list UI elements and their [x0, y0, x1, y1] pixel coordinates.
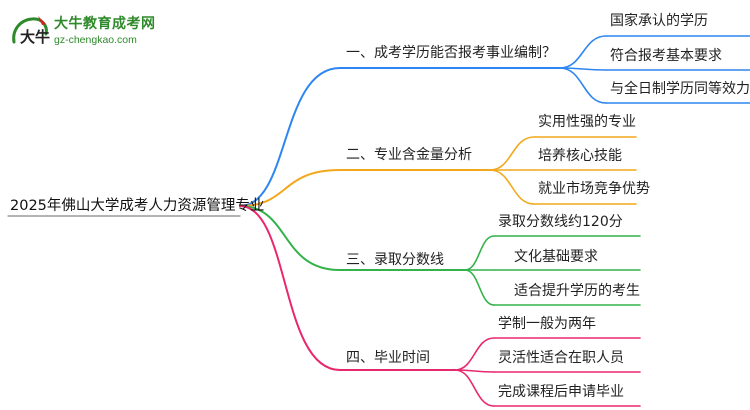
root-topic: 2025年佛山大学成考人力资源管理专业 [10, 198, 265, 214]
branch-1-connector [239, 67, 341, 207]
branch-2-item-3: 就业市场竞争优势 [538, 181, 650, 197]
branch-4-leaf-1-connector [454, 337, 495, 371]
branch-4-leaf-3-connector [454, 369, 495, 407]
branch-4-label: 四、毕业时间 [346, 350, 430, 366]
branch-3-leaf-3-connector [464, 269, 495, 306]
branch-2-leaf-1-connector [489, 136, 535, 171]
logo-url: gz-chengkao.com [54, 34, 137, 46]
branch-2-item-1: 实用性强的专业 [538, 114, 636, 130]
branch-4-item-2: 灵活性适合在职人员 [498, 350, 624, 366]
branch-3-item-3: 适合提升学历的考生 [514, 283, 640, 299]
branch-3-label: 三、录取分数线 [346, 252, 444, 268]
branch-1-item-1: 国家承认的学历 [610, 13, 708, 29]
branch-2-connector [239, 169, 341, 207]
branch-2-label: 二、专业含金量分析 [346, 147, 472, 163]
bull-logo-icon: 大牛 [12, 16, 50, 46]
site-logo[interactable]: 大牛 大牛教育成考网 gz-chengkao.com [8, 12, 168, 52]
branch-2-leaf-3-connector [489, 169, 535, 205]
branch-3-item-2: 文化基础要求 [514, 249, 598, 265]
branch-4-item-3: 完成课程后申请毕业 [498, 384, 624, 400]
branch-2-item-2: 培养核心技能 [538, 148, 622, 164]
branch-3-leaf-1-connector [464, 235, 495, 271]
branch-1-leaf-3-connector [559, 67, 607, 104]
logo-title: 大牛教育成考网 [54, 16, 156, 32]
branch-4-connector [239, 205, 341, 371]
branch-1-item-3: 与全日制学历同等效力 [610, 81, 750, 97]
branch-1-label: 一、成考学历能否报考事业编制？ [346, 45, 556, 61]
branch-1-item-2: 符合报考基本要求 [610, 48, 722, 64]
branch-1-leaf-1-connector [559, 35, 607, 69]
branch-4-item-1: 学制一般为两年 [498, 316, 596, 332]
branch-3-item-1: 录取分数线约120分 [498, 214, 623, 230]
branch-3-connector [239, 205, 341, 271]
logo-mark-text: 大牛 [20, 28, 50, 46]
